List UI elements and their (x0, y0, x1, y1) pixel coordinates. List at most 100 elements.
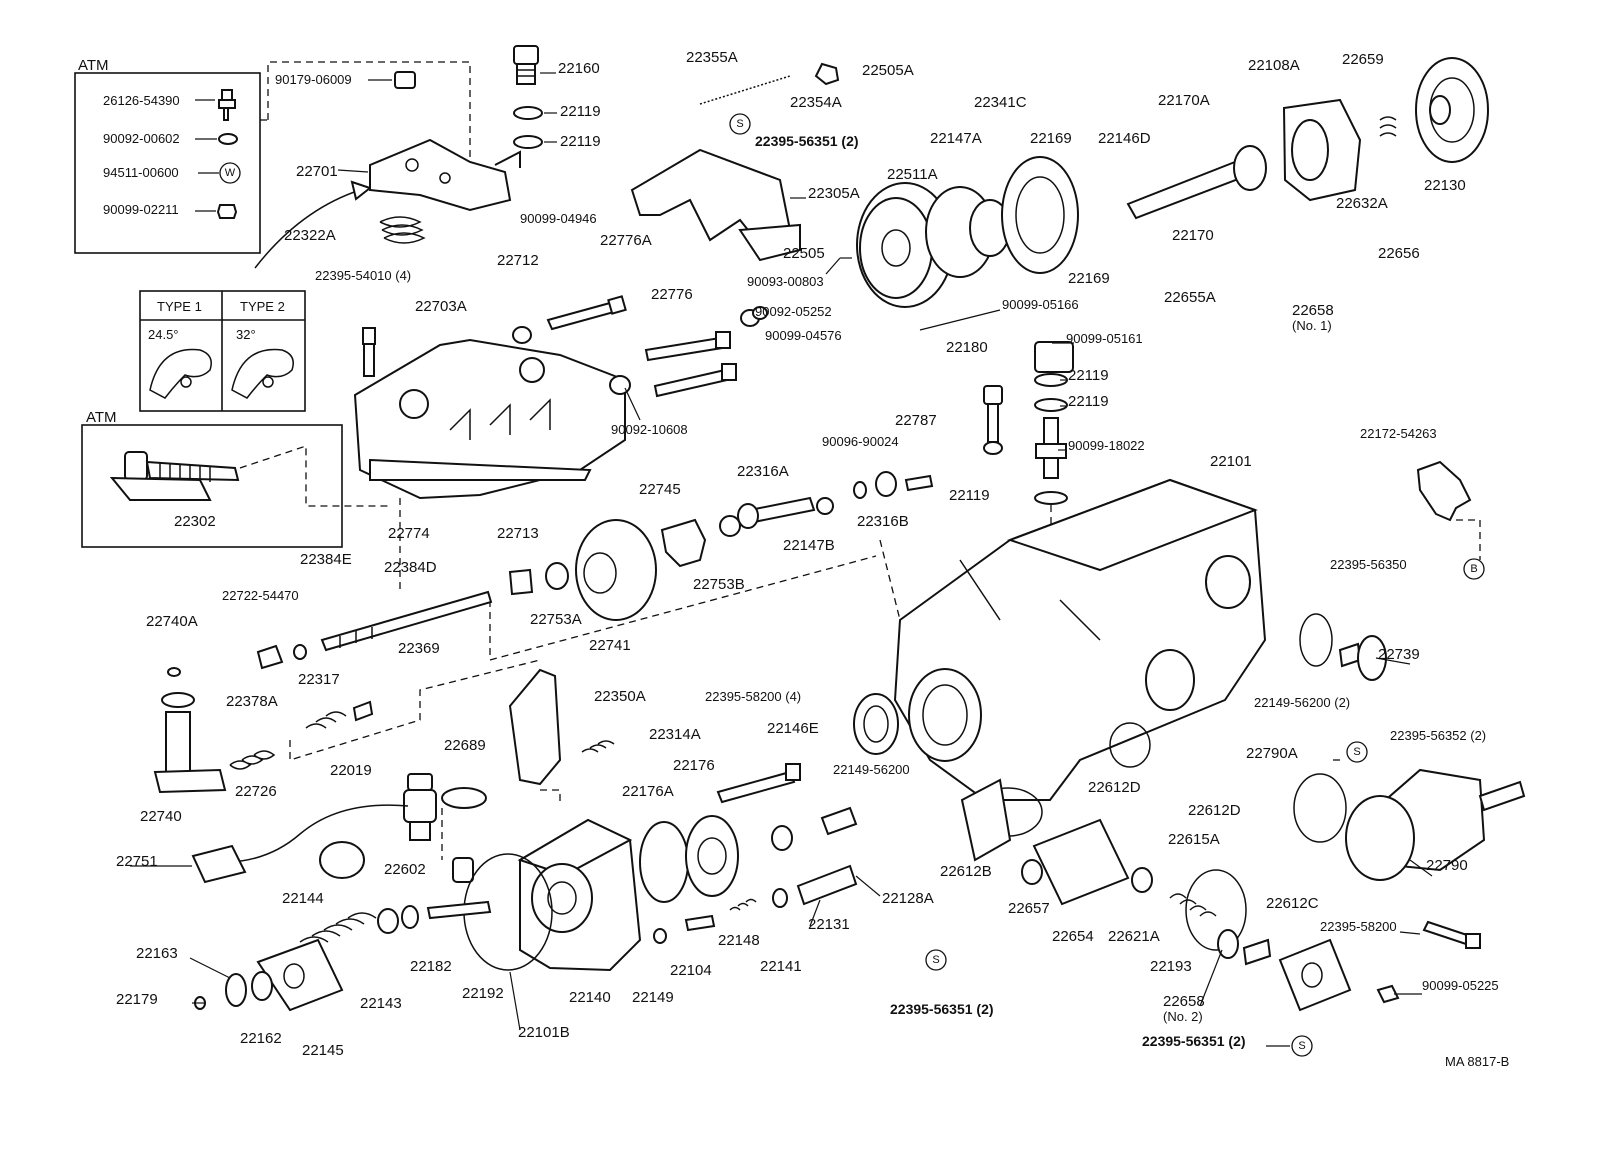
bracket-22350A (508, 668, 615, 806)
part-number-label: 22722-54470 (222, 588, 299, 603)
curve-arrow (254, 189, 361, 269)
part-number-label: 22658 (1292, 302, 1334, 319)
part-number-label: 22612D (1188, 802, 1241, 819)
part-number-label: 22149 (632, 989, 674, 1006)
part-number-label: 22119 (1068, 367, 1109, 384)
bracket-22305A (630, 148, 806, 262)
callout-symbol-text: S (736, 118, 743, 130)
valve-22192 (426, 900, 492, 920)
part-number-label: 22632A (1336, 195, 1388, 212)
pump-housing-22101 (879, 478, 1267, 801)
part-number-label: 22146E (767, 720, 819, 737)
callout-s-icon: S (1346, 741, 1368, 763)
part-number-label: 22119 (560, 133, 601, 150)
part-number-label: 22119 (1068, 393, 1109, 410)
part-number-label: 22703A (415, 298, 467, 315)
lower-right-parts (1169, 869, 1481, 1012)
delivery-valve-22180 (983, 341, 1074, 600)
part-number-label: 22395-56351 (2) (890, 1001, 994, 1017)
governor-cover-22703A (353, 338, 626, 590)
part-number-label: 22701 (296, 163, 338, 180)
part-number-label: 22612D (1088, 779, 1141, 796)
part-number-label: 22741 (589, 637, 631, 654)
angle-1-label: 24.5° (148, 327, 179, 342)
atm-parts-inset-title: ATM (78, 57, 109, 74)
part-number-label: 22726 (235, 783, 277, 800)
bracket-22172 (1416, 460, 1481, 560)
part-number-label: 22170 (1172, 227, 1214, 244)
part-number-label: 22317 (298, 671, 340, 688)
part-number-label: 22505A (862, 62, 914, 79)
plug-22739 (1299, 613, 1387, 681)
lever-type-2-icon (231, 348, 294, 399)
part-number-label: 22658 (1163, 993, 1205, 1010)
bushing-icon (394, 71, 416, 89)
part-number-label: 22395-56351 (2) (755, 133, 859, 149)
part-number-label: 22143 (360, 995, 402, 1012)
connector-22751 (191, 844, 247, 884)
spring-22659 (1379, 116, 1397, 137)
part-number-label: 22019 (330, 762, 372, 779)
part-number-label: 22145 (302, 1042, 344, 1059)
part-number-label: 22787 (895, 412, 937, 429)
lower-left-parts (194, 905, 419, 1012)
part-number-label: 22378A (226, 693, 278, 710)
callout-symbol-text: B (1470, 563, 1477, 575)
lever-shaft-22384D (256, 590, 493, 670)
part-number-label: 22689 (444, 737, 486, 754)
leader-lines (130, 257, 1433, 1047)
atm-inset-title: ATM (86, 409, 117, 426)
part-number-label: 22745 (639, 481, 681, 498)
part-number-label: 90099-05166 (1002, 297, 1079, 312)
part-number-label: 22612C (1266, 895, 1319, 912)
part-number-label: 22355A (686, 49, 738, 66)
part-number-label: 22140 (569, 989, 611, 1006)
sensor-22019 (191, 773, 487, 884)
part-number-label: 22108A (1248, 57, 1300, 74)
part-number-label: 22655A (1164, 289, 1216, 306)
part-number-label: 22192 (462, 985, 504, 1002)
part-number-label: 22341C (974, 94, 1027, 111)
part-number-label: 22753B (693, 576, 745, 593)
part-number-label: 22302 (174, 513, 216, 530)
part-number-label: 22612B (940, 863, 992, 880)
inset-part-number: 26126-54390 (103, 93, 180, 108)
inset-part-number: 90099-02211 (103, 202, 179, 217)
part-number-label: 90099-05161 (1066, 331, 1143, 346)
part-number-label: 22131 (808, 916, 850, 933)
part-number-label: 22615A (1168, 831, 1220, 848)
part-number-label: 22305A (808, 185, 860, 202)
part-number-label: 22163 (136, 945, 178, 962)
part-number-label: 22176A (622, 783, 674, 800)
part-number-label: (No. 2) (1163, 1009, 1203, 1024)
atm-parts-inset-frame (74, 72, 261, 254)
part-number-label: 22654 (1052, 928, 1094, 945)
part-number-label: 90096-90024 (822, 434, 899, 449)
part-number-label: 22712 (497, 252, 539, 269)
spring-22317 (305, 711, 347, 729)
part-number-label: 22395-56351 (2) (1142, 1033, 1246, 1049)
part-number-label: 22395-58200 (4) (705, 689, 801, 704)
part-number-label: 22128A (882, 890, 934, 907)
part-number-label: 22713 (497, 525, 539, 542)
part-number-label: 22621A (1108, 928, 1160, 945)
part-number-label: 22740 (140, 808, 182, 825)
part-number-label: 22316B (857, 513, 909, 530)
part-number-label: 22774 (388, 525, 430, 542)
type-2-label: TYPE 2 (240, 299, 285, 314)
part-number-label: 22149-56200 (833, 762, 910, 777)
part-number-label: 22130 (1424, 177, 1466, 194)
part-number-label: 22602 (384, 861, 426, 878)
callout-s-icon: S (729, 113, 751, 135)
callout-symbol-text: S (1353, 746, 1360, 758)
part-number-label: 90092-05252 (755, 304, 832, 319)
part-number-label: 22790A (1246, 745, 1298, 762)
part-number-label: 90092-10608 (611, 422, 688, 437)
part-number-label: 22149-56200 (2) (1254, 695, 1350, 710)
bushing-90179-group: 90179-06009 (267, 61, 471, 160)
pin-22369 (352, 700, 374, 722)
part-number-label: 90099-04946 (520, 211, 597, 226)
